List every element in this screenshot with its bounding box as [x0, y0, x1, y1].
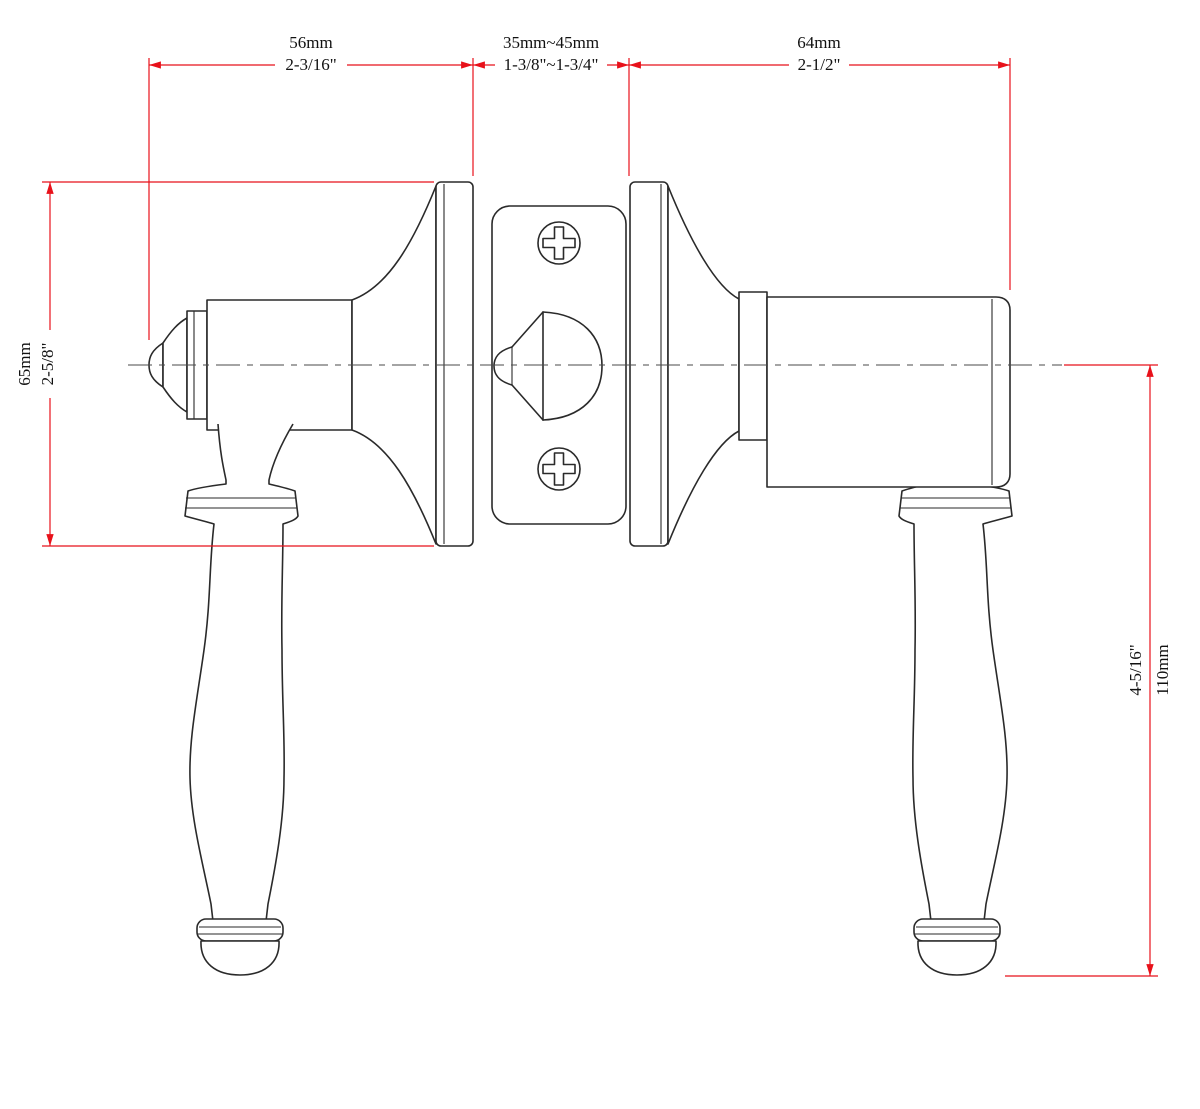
right-handle-cap-band [913, 918, 1001, 942]
label-mask [275, 56, 347, 73]
dim-top-right-metric-label: 64mm [797, 33, 840, 52]
dim-right-metric-label: 110mm [1153, 644, 1172, 695]
phillips-cross-bottom-icon [542, 452, 576, 486]
dim-top-left-labels: 56mm 2-3/16" [275, 33, 347, 74]
right-handle-cap-dome [917, 940, 997, 976]
left-rosette-plate [435, 181, 474, 547]
right-rosette [629, 181, 768, 547]
dim-top-center-labels: 35mm~45mm 1-3/8"~1-3/4" [495, 33, 607, 74]
dim-top-left-imperial-label: 2-3/16" [285, 55, 336, 74]
dim-top-center-metric-label: 35mm~45mm [503, 33, 599, 52]
dim-left-imperial-label: 2-5/8" [38, 343, 57, 386]
left-lever [184, 423, 299, 976]
right-rosette-plate [629, 181, 669, 547]
dim-left-metric-label: 65mm [15, 342, 34, 385]
dim-top-right-labels: 64mm 2-1/2" [789, 33, 849, 74]
label-mask [789, 56, 849, 73]
dim-top-left-metric-label: 56mm [289, 33, 332, 52]
dimension-extension-lines [42, 58, 1158, 977]
dim-top-right-imperial-label: 2-1/2" [798, 55, 841, 74]
right-lever [898, 423, 1013, 931]
right-lever-hub [766, 296, 1011, 488]
left-lever-handle [184, 423, 299, 931]
label-mask [39, 330, 57, 398]
dim-right-imperial-label: 4-5/16" [1126, 644, 1145, 695]
hub-body [766, 296, 1011, 488]
left-rosette [351, 181, 474, 547]
left-handle-cap-band [196, 918, 284, 942]
dim-top-center-imperial-label: 1-3/8"~1-3/4" [504, 55, 599, 74]
right-lever-details [900, 497, 1011, 976]
right-rosette-collar [738, 291, 768, 441]
phillips-cross-top-icon [542, 226, 576, 260]
label-mask [495, 56, 607, 73]
left-handle-cap-dome [200, 940, 280, 976]
dim-right-drop-labels: 4-5/16" 110mm [1126, 644, 1172, 695]
right-lever-handle [898, 423, 1013, 931]
latch-bolt [493, 311, 603, 421]
dim-left-height-labels: 65mm 2-5/8" [15, 330, 57, 398]
left-finial [148, 310, 208, 420]
